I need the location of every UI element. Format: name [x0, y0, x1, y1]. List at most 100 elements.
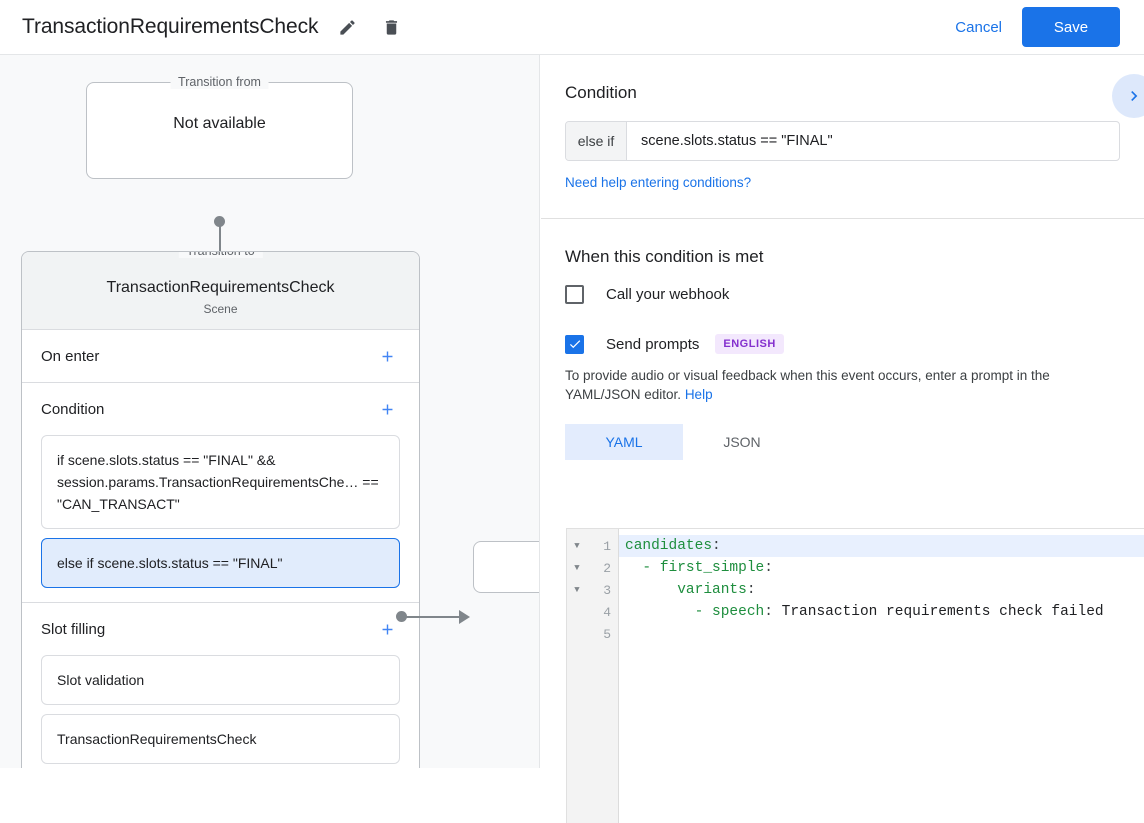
plus-icon: [382, 624, 392, 634]
tab-yaml[interactable]: YAML: [565, 424, 683, 460]
section-slot-filling-title: Slot filling: [41, 620, 106, 638]
gutter-line[interactable]: 5: [567, 623, 618, 645]
editor-format-tabs: YAML JSON: [565, 424, 1120, 460]
condition-input[interactable]: [627, 122, 1119, 160]
code-indent: [625, 582, 677, 598]
line-number: 1: [603, 538, 611, 554]
section-slot-filling-header: Slot filling: [41, 603, 400, 655]
prompts-description-text: To provide audio or visual feedback when…: [565, 368, 1050, 402]
condition-connector-line: [405, 616, 462, 618]
list-item[interactable]: if scene.slots.status == "FINAL" && sess…: [41, 435, 400, 529]
code-colon: :: [764, 560, 773, 576]
fold-arrow-icon[interactable]: ▼: [574, 585, 580, 595]
gutter-line[interactable]: ▼ 3: [567, 579, 618, 601]
line-number: 5: [603, 626, 611, 642]
gutter-line[interactable]: ▼ 1: [567, 535, 618, 557]
plus-icon: [382, 404, 392, 414]
transition-to-title: TransactionRequirementsCheck: [106, 279, 335, 296]
fold-arrow-icon[interactable]: ▼: [574, 563, 580, 573]
call-webhook-label: Call your webhook: [606, 286, 730, 303]
code-line[interactable]: [619, 623, 1144, 645]
editor-gutter: ▼ 1 ▼ 2 ▼ 3 4 5: [567, 529, 619, 823]
section-on-enter-header: On enter: [41, 330, 400, 382]
section-on-enter: On enter: [22, 330, 419, 383]
save-button[interactable]: Save: [1022, 7, 1120, 47]
cancel-button[interactable]: Cancel: [943, 11, 1014, 44]
condition-prefix-label: else if: [566, 122, 627, 160]
delete-button[interactable]: [376, 12, 406, 42]
list-item[interactable]: Slot validation: [41, 655, 400, 705]
send-prompts-label: Send prompts: [606, 335, 700, 353]
section-slot-filling: Slot filling Slot validation Transaction…: [22, 603, 419, 768]
send-prompts-checkbox[interactable]: [565, 334, 584, 354]
help-link[interactable]: Help: [684, 387, 713, 402]
next-node-card[interactable]: [473, 541, 539, 593]
line-number: 3: [603, 582, 611, 598]
code-line[interactable]: variants:: [619, 579, 1144, 601]
code-line[interactable]: candidates:: [619, 535, 1144, 557]
flow-connector-line: [219, 221, 221, 264]
condition-section: Condition else if Need help entering con…: [541, 55, 1144, 218]
section-condition: Condition if scene.slots.status == "FINA…: [22, 383, 419, 603]
call-webhook-checkbox[interactable]: [565, 285, 584, 304]
when-condition-met-section: When this condition is met Call your web…: [541, 219, 1144, 460]
transition-to-subtitle: Scene: [203, 302, 238, 316]
code-key: first_simple: [659, 560, 765, 576]
when-condition-met-heading: When this condition is met: [565, 247, 764, 266]
code-colon: :: [712, 538, 721, 554]
transition-from-legend: Transition from: [170, 75, 269, 89]
section-condition-title: Condition: [41, 400, 105, 418]
yaml-editor[interactable]: ▼ 1 ▼ 2 ▼ 3 4 5 candidates: - first_si: [566, 528, 1144, 823]
list-item[interactable]: TransactionRequirementsCheck: [41, 714, 400, 764]
editor-code-area[interactable]: candidates: - first_simple: variants: - …: [619, 529, 1144, 823]
code-value: Transaction requirements check failed: [772, 604, 1104, 620]
trash-icon: [385, 19, 397, 35]
transition-to-header: Transition to TransactionRequirementsChe…: [22, 252, 419, 330]
section-condition-header: Condition: [41, 383, 400, 435]
list-item-selected-condition[interactable]: else if scene.slots.status == "FINAL": [41, 538, 400, 588]
condition-connector-dot: [396, 611, 407, 622]
code-line[interactable]: - speech: Transaction requirements check…: [619, 601, 1144, 623]
gutter-line[interactable]: 4: [567, 601, 618, 623]
code-indent: -: [625, 604, 713, 620]
scene-graph-pane: Transition from Not available Transition…: [0, 55, 540, 768]
condition-heading: Condition: [565, 83, 637, 102]
plus-icon: [382, 351, 392, 361]
app-header: TransactionRequirementsCheck Cancel Save: [0, 0, 1144, 55]
send-prompts-row[interactable]: Send prompts ENGLISH: [565, 334, 1120, 354]
expand-panel-button[interactable]: [1112, 74, 1144, 118]
prompts-description: To provide audio or visual feedback when…: [565, 366, 1120, 404]
code-indent: -: [625, 560, 660, 576]
check-icon: [569, 340, 580, 349]
line-number: 4: [603, 604, 611, 620]
code-key: candidates: [625, 538, 713, 554]
code-line[interactable]: - first_simple:: [619, 557, 1144, 579]
line-number: 2: [603, 560, 611, 576]
add-condition-button[interactable]: [374, 396, 400, 422]
page-title: TransactionRequirementsCheck: [22, 15, 319, 38]
condition-help-link[interactable]: Need help entering conditions?: [565, 175, 752, 190]
code-key: variants: [677, 582, 747, 598]
call-webhook-row[interactable]: Call your webhook: [565, 285, 1120, 304]
chevron-right-icon: [1131, 91, 1138, 101]
transition-from-value: Not available: [173, 115, 266, 132]
section-on-enter-title: On enter: [41, 347, 100, 365]
tab-json[interactable]: JSON: [683, 424, 801, 460]
section-divider: [541, 218, 1144, 219]
code-colon: :: [764, 604, 773, 620]
gutter-line[interactable]: ▼ 2: [567, 557, 618, 579]
condition-connector-arrow: [459, 610, 470, 624]
edit-title-button[interactable]: [332, 12, 362, 42]
condition-field-row: else if: [565, 121, 1120, 161]
transition-to-card: Transition to TransactionRequirementsChe…: [21, 251, 420, 768]
transition-to-legend: Transition to: [178, 252, 263, 258]
transition-from-box: Transition from Not available: [86, 75, 353, 179]
language-badge: ENGLISH: [715, 334, 784, 354]
add-slot-filling-button[interactable]: [374, 616, 400, 642]
pencil-icon: [340, 19, 355, 35]
fold-arrow-icon[interactable]: ▼: [574, 541, 580, 551]
code-colon: :: [746, 582, 756, 598]
spacer: [565, 192, 1120, 218]
main-body: Transition from Not available Transition…: [0, 55, 1144, 823]
add-on-enter-button[interactable]: [374, 343, 400, 369]
